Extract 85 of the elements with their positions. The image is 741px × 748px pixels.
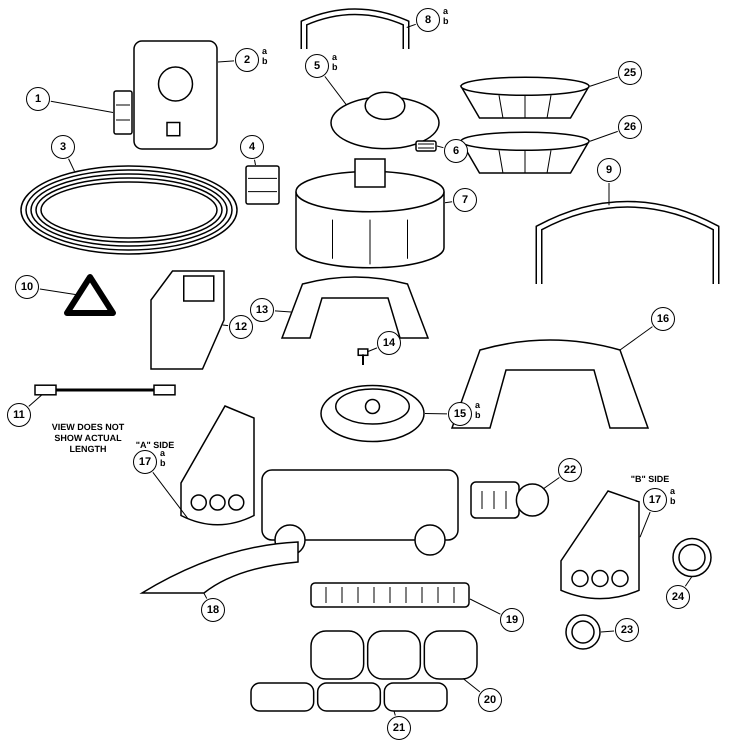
- note-text: VIEW DOES NOT SHOW ACTUAL LENGTH: [50, 422, 126, 455]
- leader-line: [254, 159, 256, 166]
- wheel-ring-drawing: [565, 614, 601, 650]
- float-drawing: [65, 275, 115, 315]
- control-box-drawing: [133, 40, 218, 150]
- variant-letter: a: [670, 486, 676, 496]
- callout-number: 8: [416, 8, 440, 32]
- leader-line: [600, 630, 615, 632]
- leader-line: [394, 710, 396, 716]
- note-text: "A" SIDE: [134, 440, 176, 451]
- callout-number: 24: [666, 585, 690, 609]
- callout-number: 6: [444, 139, 468, 163]
- variant-letter: a: [443, 6, 448, 16]
- variant-letter: a: [332, 52, 338, 62]
- callout-number: 14: [377, 331, 401, 355]
- callout-number: 1: [26, 87, 50, 111]
- callout-number: 13: [250, 298, 274, 322]
- coiled-cable-drawing: [20, 165, 238, 255]
- clip-drawing: [415, 140, 437, 152]
- leader-line: [218, 60, 235, 62]
- callout-number: 15: [448, 402, 472, 426]
- callout-number: 18: [201, 598, 225, 622]
- leader-line: [50, 100, 114, 113]
- callout-number: 26: [618, 115, 642, 139]
- callout-number: 7: [453, 188, 477, 212]
- callout-number: 17: [133, 450, 157, 474]
- grill-drawing: [140, 540, 300, 595]
- note-text: "B" SIDE: [630, 474, 670, 485]
- callout-number: 23: [615, 618, 639, 642]
- leader-line: [222, 324, 229, 326]
- variant-letter: b: [160, 458, 166, 468]
- variant-letter: a: [262, 46, 268, 56]
- leader-line: [608, 182, 610, 206]
- leader-line: [640, 512, 651, 538]
- leader-line: [444, 201, 453, 204]
- leader-line: [543, 476, 560, 490]
- leader-line: [204, 592, 208, 600]
- tread-drawing: [250, 682, 450, 712]
- callout-number: 20: [478, 688, 502, 712]
- variant-letter: b: [475, 410, 480, 420]
- connector-drawing: [245, 165, 280, 205]
- callout-number: 11: [7, 403, 31, 427]
- variant-letter: b: [332, 62, 338, 72]
- callout-number: 19: [500, 608, 524, 632]
- leader-line: [684, 576, 692, 587]
- leader-line: [274, 310, 292, 312]
- callout-number: 12: [229, 315, 253, 339]
- leader-line: [436, 146, 444, 148]
- bracket-drawing: [113, 90, 133, 135]
- variant-letter: b: [670, 496, 676, 506]
- callout-number: 3: [51, 135, 75, 159]
- callout-number: 9: [597, 158, 621, 182]
- callout-number: 16: [651, 307, 675, 331]
- basket-drawing: [460, 75, 590, 120]
- callout-number: 4: [240, 135, 264, 159]
- leader-line: [152, 472, 188, 519]
- callout-number: 10: [15, 275, 39, 299]
- leader-line: [462, 678, 480, 692]
- callout-number: 5: [305, 54, 329, 78]
- leader-line: [620, 326, 653, 350]
- variant-letter: b: [262, 56, 268, 66]
- bracket-drawing: [150, 270, 225, 370]
- callout-number: 2: [235, 48, 259, 72]
- variant-letter: a: [160, 448, 166, 458]
- basket-drawing: [460, 130, 590, 175]
- callout-number: 22: [558, 458, 582, 482]
- callout-number: 21: [387, 716, 411, 740]
- variant-letter: a: [475, 400, 480, 410]
- tread-drawing: [310, 630, 480, 680]
- screw-drawing: [355, 348, 371, 366]
- bushing-drawing: [672, 535, 712, 580]
- variant-letter: b: [443, 16, 448, 26]
- callout-number: 17: [643, 488, 667, 512]
- leader-line: [68, 158, 75, 172]
- leader-line: [28, 394, 42, 407]
- leader-line: [470, 598, 501, 615]
- handle-drawing: [300, 5, 410, 50]
- leader-line: [324, 76, 347, 105]
- leader-line: [590, 130, 618, 142]
- leader-line: [406, 24, 416, 28]
- leader-line: [367, 347, 378, 352]
- motor-unit-drawing: [295, 158, 445, 270]
- leader-line: [424, 413, 448, 414]
- leader-line: [590, 76, 618, 87]
- callout-number: 25: [618, 61, 642, 85]
